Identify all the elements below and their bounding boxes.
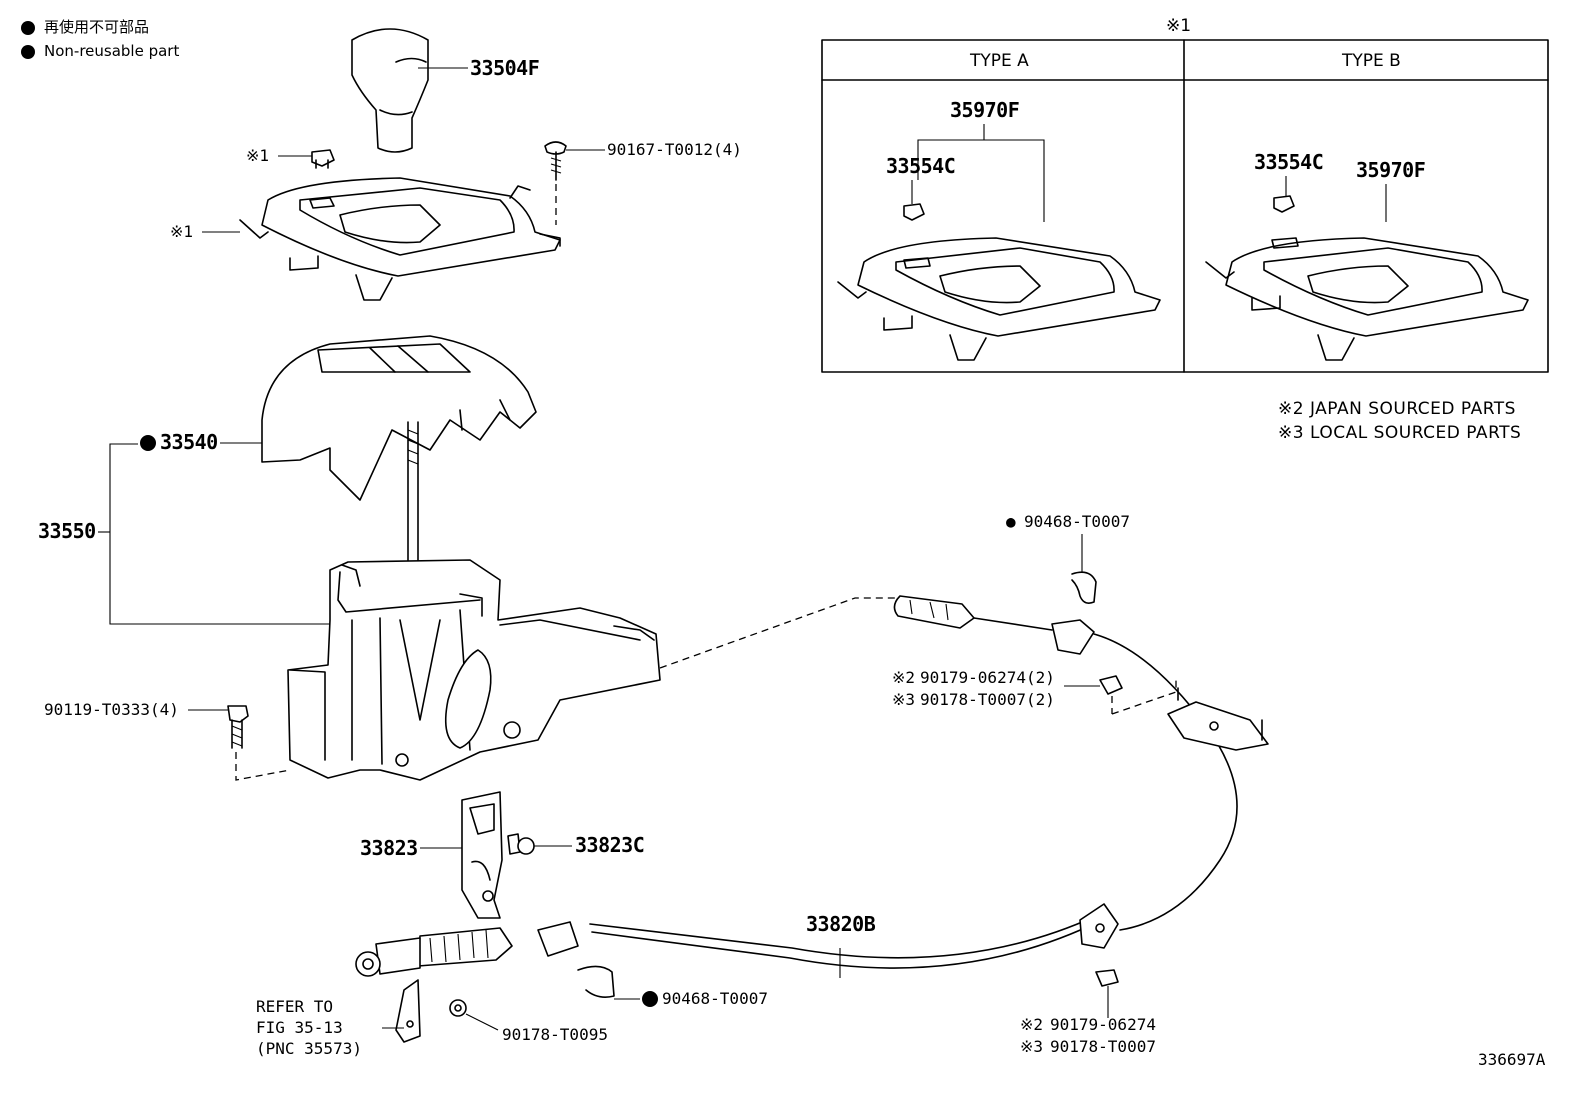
type-b-bezel [1205, 195, 1529, 361]
type-a-label-35970f: 35970F [950, 98, 1020, 122]
label-mark3-bottom: ※3 [1020, 1037, 1044, 1056]
legend-bullet-2 [21, 45, 35, 59]
variants-box-title: ※1 [1166, 16, 1192, 36]
nut-bottom [1095, 969, 1119, 987]
label-90119: 90119-T0333(4) [44, 700, 179, 719]
label-90178-top: 90178-T0007(2) [920, 690, 1055, 709]
bolt-left [227, 705, 249, 749]
label-33504f: 33504F [470, 56, 540, 80]
legend-japanese: 再使用不可部品 [44, 18, 150, 36]
note-japan-sourced: ※2 JAPAN SOURCED PARTS [1278, 399, 1516, 419]
label-90179-top: 90179-06274(2) [920, 668, 1055, 687]
shift-knob [351, 28, 429, 153]
type-a-bezel [837, 203, 1161, 361]
label-mark2-bottom: ※2 [1020, 1015, 1044, 1034]
retaining-clip-top [1071, 571, 1097, 604]
bullet-90468-top: ● [1006, 512, 1016, 531]
label-90178-bottom: 90178-T0007 [1050, 1037, 1156, 1056]
cable-end-bracket [395, 979, 421, 1043]
label-mark3-top: ※3 [892, 690, 916, 709]
label-90468-top: 90468-T0007 [1024, 512, 1130, 531]
label-clip-mark: ※1 [246, 146, 270, 165]
shift-housing-cover [261, 335, 537, 501]
type-b-header: TYPE B [1342, 51, 1401, 71]
label-33820b: 33820B [806, 912, 876, 936]
refer-line-3: (PNC 35573) [256, 1039, 362, 1058]
type-a-label-33554c: 33554C [886, 154, 956, 178]
refer-line-2: FIG 35-13 [256, 1018, 343, 1037]
type-a-header: TYPE A [970, 51, 1029, 71]
label-90468-bottom: 90468-T0007 [662, 989, 768, 1008]
legend-english: Non-reusable part [44, 42, 180, 60]
figure-id: 336697A [1478, 1050, 1546, 1069]
label-33823: 33823 [360, 836, 418, 860]
note-local-sourced: ※3 LOCAL SOURCED PARTS [1278, 423, 1522, 443]
refer-line-1: REFER TO [256, 997, 334, 1016]
label-bezel-mark: ※1 [170, 222, 194, 241]
type-b-label-33554c: 33554C [1254, 150, 1324, 174]
label-90167: 90167-T0012(4) [607, 140, 742, 159]
nut-top [1099, 675, 1123, 695]
label-33550: 33550 [38, 519, 96, 543]
legend-bullet-1 [21, 21, 35, 35]
shift-lever-rod [407, 421, 419, 586]
indicator-bezel [239, 177, 561, 301]
label-90178-t0095: 90178-T0095 [502, 1025, 608, 1044]
cable-bracket [461, 791, 503, 919]
type-b-label-35970f: 35970F [1356, 158, 1426, 182]
screw-top [544, 141, 567, 181]
shift-lever-assembly [287, 559, 661, 781]
retaining-clip-bottom [577, 965, 615, 998]
clip-90178-t0095 [449, 999, 467, 1017]
shift-cable [355, 595, 1269, 977]
label-mark2-top: ※2 [892, 668, 916, 687]
bolt-33823c [507, 833, 535, 855]
clip-small [311, 149, 335, 169]
label-33823c: 33823C [575, 833, 645, 857]
label-33540: 33540 [160, 430, 218, 454]
label-90179-bottom: 90179-06274 [1050, 1015, 1156, 1034]
